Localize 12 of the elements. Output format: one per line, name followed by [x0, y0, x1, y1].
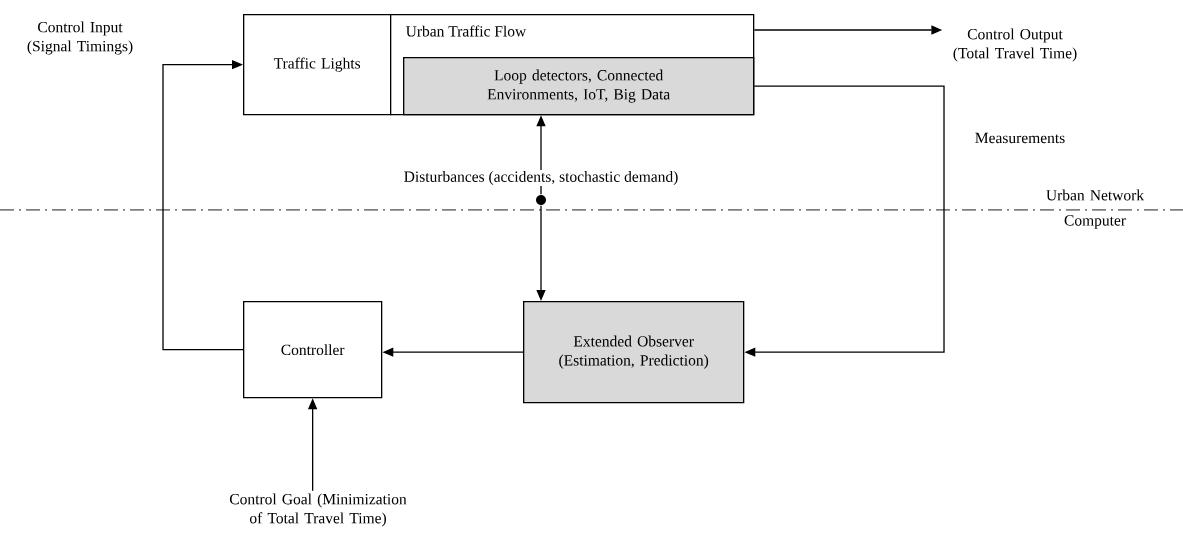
text-label: Control Output (Total Travel Time) — [953, 28, 1077, 62]
text-label: Control Goal (Minimization of Total Travel Time) — [229, 493, 407, 527]
process-box: Loop detectors, Connected Environments, IoT, Big Data — [403, 57, 755, 116]
process-box: Traffic Lights — [243, 14, 392, 116]
text-label: Urban Network — [1046, 189, 1145, 201]
process-box: Controller — [243, 301, 383, 399]
arrow — [162, 59, 244, 351]
text-label: Computer — [1064, 215, 1126, 229]
annotation-text: Disturbances (accidents, stochastic demand) — [402, 170, 680, 187]
text-label: Measurements — [975, 132, 1065, 144]
process-box: Extended Observer (Estimation, Prediction) — [523, 301, 745, 404]
text-label: Control Input (Signal Timings) — [27, 21, 133, 55]
